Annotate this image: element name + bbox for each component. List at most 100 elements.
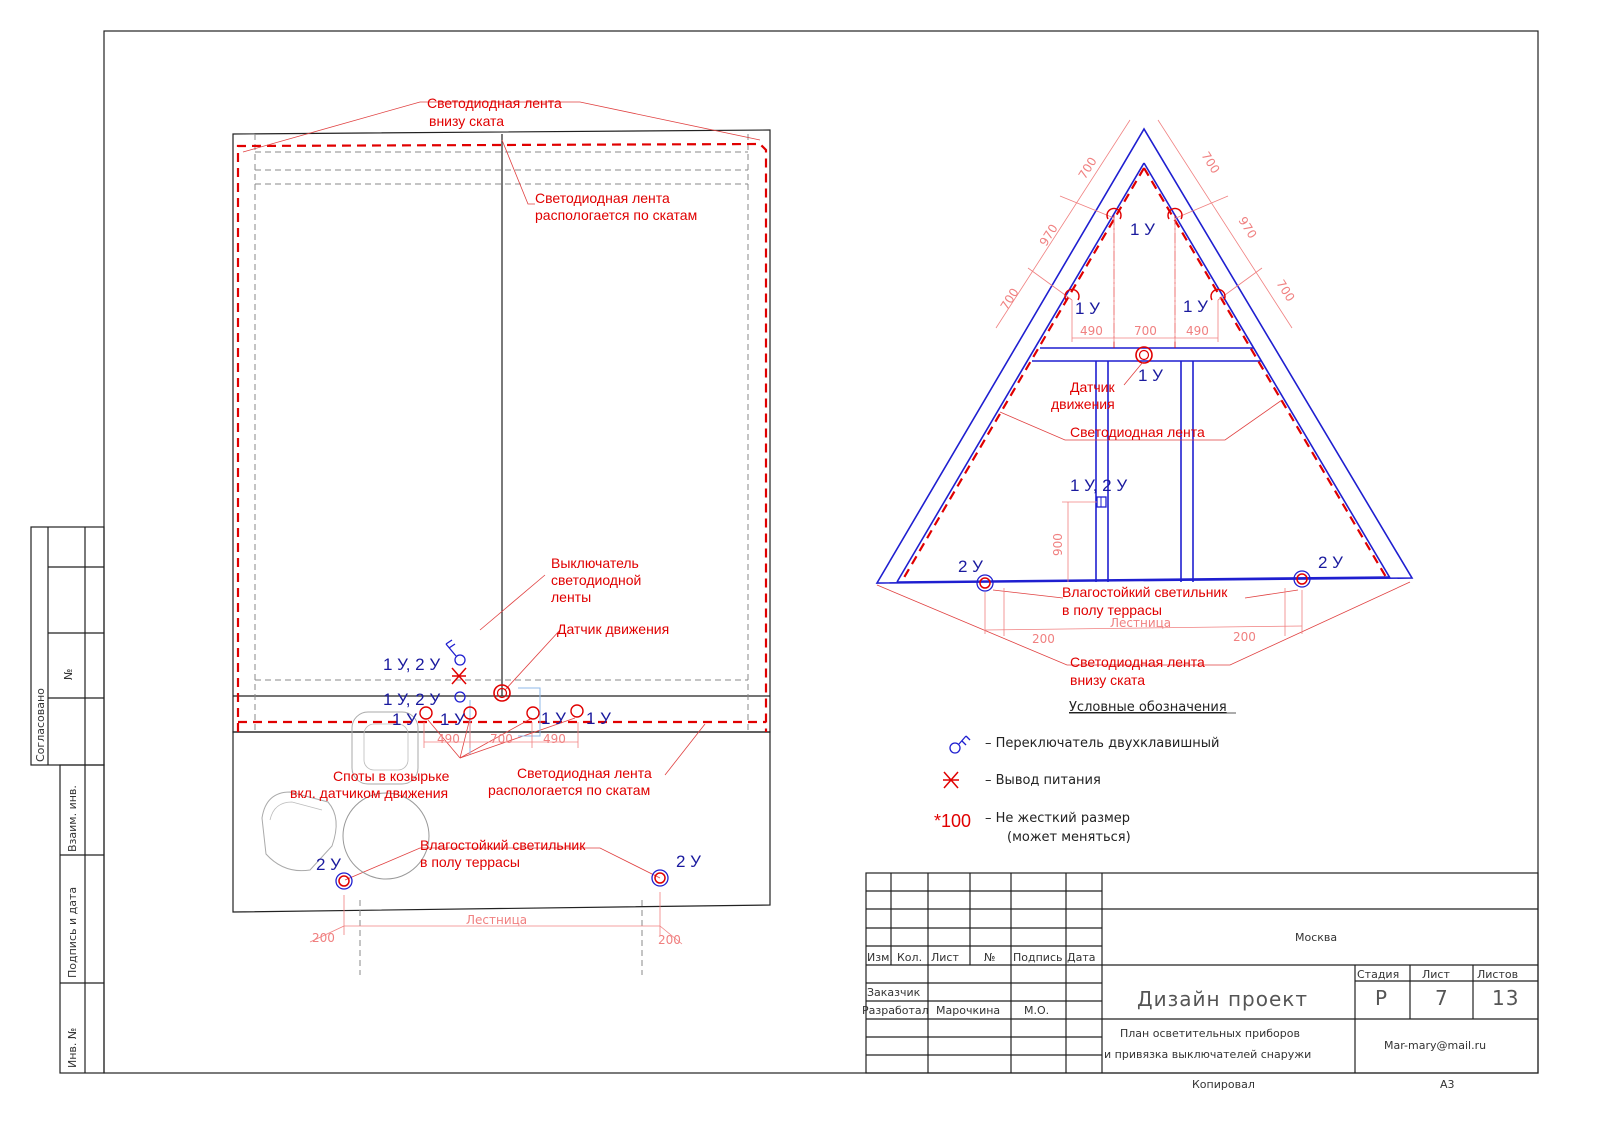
label-motion-sensor: Датчик движения: [557, 621, 669, 637]
tb-col-date: Дата: [1067, 951, 1095, 964]
label-floor-light-2: в полу террасы: [1062, 602, 1162, 618]
dim-label: 200: [1032, 632, 1055, 646]
label-led-bottom-1: Светодиодная лента: [427, 95, 562, 111]
label-motion-sensor-2: движения: [1051, 396, 1115, 412]
legend-symbol-nonrigid: *100: [934, 811, 971, 831]
tb-col-kol: Кол.: [897, 951, 922, 964]
dim-label: 970: [1235, 214, 1259, 241]
dim-label: 490: [1186, 324, 1209, 338]
round-table-sketch: [342, 792, 430, 880]
label-switch-1: Выключатель: [551, 555, 639, 571]
dim-label: 700: [490, 732, 513, 746]
wall-light-icon: [1106, 207, 1122, 220]
switch-two-key-icon: [454, 691, 466, 703]
left-plan: Светодиодная лента внизу ската Светодиод…: [232, 95, 771, 975]
switch-group-label: 1 У, 2 У: [383, 655, 440, 674]
spot-label: 1 У: [586, 709, 611, 728]
power-outlet-icon: [451, 667, 467, 685]
tb-developed: Разработал: [862, 1004, 929, 1017]
tb-developer-initials: М.О.: [1024, 1004, 1049, 1017]
dim-label: 700: [1076, 155, 1100, 182]
label-spots-1: Споты в козырьке: [333, 768, 450, 784]
floor-light-label: 2 У: [1318, 553, 1343, 572]
tb-col-list: Лист: [931, 951, 959, 964]
legend-title: Условные обозначения: [1069, 700, 1227, 715]
label-motion-sensor-1: Датчик: [1070, 379, 1115, 395]
floor-light-icon: [651, 869, 669, 887]
legend-item-switch: – Переключатель двухклавишный: [985, 736, 1219, 751]
label-stairs: Лестница: [1110, 616, 1171, 630]
tb-developer-name: Марочкина: [936, 1004, 1000, 1017]
wall-light-icon: [1210, 288, 1226, 301]
label-led-slopes-bottom-1: Светодиодная лента: [517, 765, 652, 781]
stamp-no-1: №: [62, 669, 75, 680]
dim-label: 200: [658, 933, 681, 947]
tb-copied: Копировал: [1192, 1078, 1255, 1091]
tb-format: А3: [1440, 1078, 1455, 1091]
label-floor-light-1: Влагостойкий светильник: [420, 837, 586, 853]
wall-light-icon: [1064, 288, 1080, 301]
wall-light-icon: [1167, 207, 1183, 220]
led-strip-facade: [901, 167, 1145, 582]
dim-label: 490: [1080, 324, 1103, 338]
stamp-inv-no: Инв. №: [66, 1028, 79, 1068]
wall-light-label: 1 У: [1183, 297, 1208, 316]
title-block: Изм. Кол. Лист № Подпись Дата Заказчик Р…: [862, 872, 1539, 1091]
spot-label: 1 У: [440, 710, 465, 729]
led-strip-plan: [236, 142, 768, 732]
legend: Условные обозначения – Переключатель дву…: [934, 700, 1236, 845]
label-led-bottom-2: внизу ската: [429, 113, 504, 129]
label-stairs: Лестница: [466, 913, 527, 927]
floor-light-icon: [976, 574, 994, 592]
floor-light-label: 2 У: [316, 855, 341, 874]
wall-light-label: 1 У: [1075, 299, 1100, 318]
tb-email: Mar-mary@mail.ru: [1384, 1039, 1486, 1052]
stamp-signature-date: Подпись и дата: [66, 887, 79, 978]
dim-label: 490: [543, 732, 566, 746]
dim-label: 200: [1233, 630, 1256, 644]
dim-label: 200: [312, 931, 335, 945]
wall-light-label: 1 У: [1130, 220, 1155, 239]
label-led-bottom-facade-1: Светодиодная лента: [1070, 654, 1205, 670]
spot-light-icon: [463, 706, 477, 720]
label-led-slopes-bottom-2: распологается по скатам: [488, 782, 650, 798]
tb-customer: Заказчик: [867, 986, 921, 999]
label-spots-2: вкл. датчиком движения: [290, 785, 448, 801]
tb-description-1: План осветительных приборов: [1120, 1027, 1300, 1040]
power-outlet-icon: [943, 771, 959, 789]
label-switch-3: ленты: [551, 589, 591, 605]
switch-two-key-icon: [445, 639, 466, 666]
dim-label: 700: [998, 286, 1022, 313]
tb-col-izm: Изм.: [867, 951, 893, 964]
legend-item-power: – Вывод питания: [985, 773, 1101, 788]
stamp-agreed: Согласовано: [34, 688, 47, 762]
sheet-frame: [103, 30, 1539, 1074]
motion-sensor-icon: [1135, 346, 1153, 364]
spot-label: 1 У: [392, 710, 417, 729]
label-floor-light-1: Влагостойкий светильник: [1062, 584, 1228, 600]
tb-col-no: №: [984, 951, 995, 964]
dim-label: 700: [1273, 277, 1297, 304]
tb-description-2: и привязка выключателей снаружи: [1104, 1048, 1311, 1061]
facade-outline: [875, 127, 1414, 584]
label-floor-light-2: в полу террасы: [420, 854, 520, 870]
spot-light-icon: [526, 706, 540, 720]
side-stamp: Согласовано № Взаим. инв. Подпись и дата…: [30, 526, 105, 1074]
label-led-bottom-facade-2: внизу ската: [1070, 672, 1145, 688]
tb-sheets-value: 13: [1492, 986, 1519, 1010]
tb-col-signature: Подпись: [1013, 951, 1062, 964]
spot-light-icon: [419, 706, 433, 720]
motion-sensor-icon: [493, 684, 511, 702]
floor-light-icon: [1293, 570, 1311, 588]
tb-sheet-label: Лист: [1422, 968, 1450, 981]
facade: 700 970 700 700 970 700 1 У 1 У 1 У 490 …: [875, 119, 1414, 688]
label-led-slopes-top-1: Светодиодная лента: [535, 190, 670, 206]
armchair-sketch: [351, 711, 419, 785]
terrace-outline: [232, 731, 771, 913]
tb-stage-value: Р: [1375, 986, 1388, 1010]
dim-label: 700: [1134, 324, 1157, 338]
spot-label: 1 У: [541, 709, 566, 728]
switch-group-label: 1 У, 2 У: [1070, 476, 1127, 495]
floor-light-label: 2 У: [676, 852, 701, 871]
